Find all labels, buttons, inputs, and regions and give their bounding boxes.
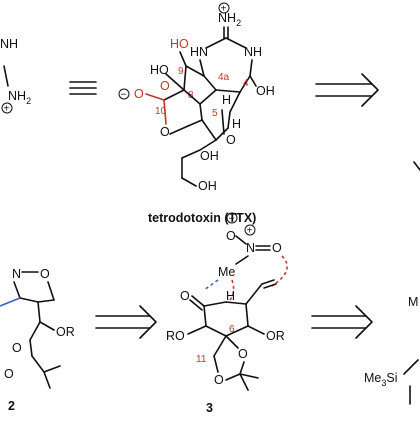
ttx-h-low: H bbox=[232, 117, 241, 131]
svg-text:+: + bbox=[247, 226, 253, 237]
svg-text:−: − bbox=[121, 90, 127, 101]
c2-or: OR bbox=[56, 325, 75, 339]
c3-red-dash-left bbox=[229, 279, 235, 301]
ttx-o-bridge: O bbox=[160, 125, 170, 139]
ttx-hn: HN bbox=[190, 45, 208, 59]
c3-o2: O bbox=[214, 373, 224, 387]
charge-circle bbox=[1, 102, 13, 114]
c2-blue-bond bbox=[0, 297, 21, 307]
cropped-bond bbox=[413, 161, 420, 171]
equivalence-sign bbox=[69, 81, 97, 95]
c3-h: H bbox=[226, 289, 235, 303]
svg-text:4: 4 bbox=[243, 78, 249, 89]
tetrodotoxin-structure: NH2 + HN NH 4 OH 4a H 5 HO 9 HO 8 bbox=[118, 2, 275, 193]
nh-label: NH bbox=[0, 37, 18, 51]
ttx-nh2-top: NH2 bbox=[218, 11, 241, 28]
svg-text:−: − bbox=[229, 214, 235, 225]
compound-2: N O OR O O 2 bbox=[0, 267, 75, 413]
c3-o-double: O bbox=[272, 241, 282, 255]
ttx-nh: NH bbox=[244, 45, 262, 59]
bottom-retro-arrow-1 bbox=[95, 305, 157, 339]
svg-text:5: 5 bbox=[212, 108, 218, 119]
c3-or: OR bbox=[266, 329, 285, 343]
compound-3: − O + N O Me O H OR RO 6 11 O bbox=[166, 212, 288, 415]
c3-o-minus: O bbox=[226, 229, 236, 243]
right-m: M bbox=[408, 295, 418, 309]
bottom-retro-arrow-2 bbox=[311, 305, 373, 339]
c3-label: 3 bbox=[206, 401, 213, 415]
c3-n: N bbox=[246, 241, 255, 255]
fragment-bond bbox=[3, 65, 9, 87]
c3-red-dash-right bbox=[271, 255, 288, 287]
svg-text:H: H bbox=[222, 93, 231, 107]
svg-text:+: + bbox=[221, 4, 227, 15]
ttx-o-ring: O bbox=[160, 79, 170, 93]
c2-o1: O bbox=[12, 341, 22, 355]
charge-plus: + bbox=[4, 104, 10, 115]
c3-blue-dash bbox=[203, 279, 219, 291]
svg-text:4a: 4a bbox=[218, 72, 230, 83]
c2-o: O bbox=[40, 267, 50, 281]
svg-text:10: 10 bbox=[155, 106, 167, 117]
c2-o2: O bbox=[4, 367, 14, 381]
right-me3si: Me3Si bbox=[364, 371, 398, 388]
ttx-oh-6: OH bbox=[200, 149, 219, 163]
ttx-name: tetrodotoxin (TTX) bbox=[148, 211, 256, 225]
ttx-o-minus: O bbox=[134, 87, 144, 101]
c3-o1: O bbox=[238, 347, 248, 361]
ttx-ho-c: HO bbox=[150, 63, 169, 77]
ttx-oh-4: OH bbox=[256, 84, 275, 98]
svg-text:6: 6 bbox=[229, 324, 235, 335]
top-retro-arrow bbox=[315, 73, 379, 107]
svg-text:11: 11 bbox=[196, 354, 207, 365]
c2-label: 2 bbox=[8, 399, 15, 413]
ttx-o-right: O bbox=[226, 133, 236, 147]
svg-text:9: 9 bbox=[178, 66, 184, 77]
c3-ro: RO bbox=[166, 329, 185, 343]
left-fragment: NH NH2 + bbox=[0, 37, 31, 115]
right-fragment: M Me3Si bbox=[364, 295, 419, 405]
ttx-ho-9: HO bbox=[170, 37, 189, 51]
c3-me: Me bbox=[218, 265, 235, 279]
c3-o-ald: O bbox=[180, 289, 190, 303]
ttx-oh-bottom: OH bbox=[198, 179, 217, 193]
nh2-label: NH2 bbox=[8, 89, 31, 106]
c2-n: N bbox=[12, 267, 21, 281]
